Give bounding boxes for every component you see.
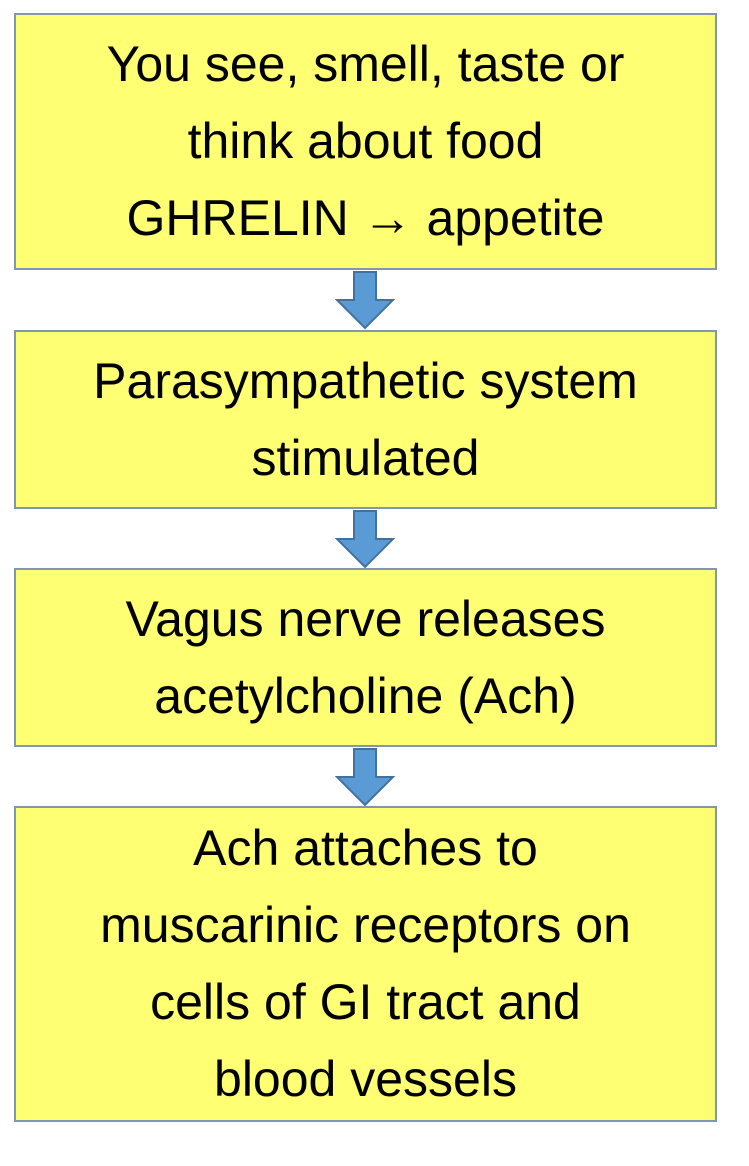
down-arrow-icon: [335, 510, 395, 569]
step-2-line-2: stimulated: [251, 429, 480, 486]
step-2-line-1: Parasympathetic system: [93, 352, 638, 409]
step-1-line-3: GHRELIN → appetite: [126, 190, 605, 246]
step-3-line-1: Vagus nerve releases: [125, 590, 606, 647]
step-1-line-1: You see, smell, taste or: [106, 36, 625, 92]
step-4-line-4: blood vessels: [214, 1051, 517, 1107]
step-box-1: You see, smell, taste or think about foo…: [14, 13, 717, 270]
down-arrow-icon: [335, 271, 395, 330]
step-box-4: Ach attaches to muscarinic receptors on …: [14, 806, 717, 1122]
step-box-3: Vagus nerve releases acetylcholine (Ach): [14, 568, 717, 747]
step-1-line-2: think about food: [187, 113, 544, 169]
step-4-line-1: Ach attaches to: [193, 820, 538, 876]
step-box-2: Parasympathetic system stimulated: [14, 330, 717, 509]
down-arrow-icon: [335, 748, 395, 807]
step-4-line-2: muscarinic receptors on: [100, 897, 631, 953]
step-3-line-2: acetylcholine (Ach): [154, 667, 577, 724]
step-4-line-3: cells of GI tract and: [150, 974, 581, 1030]
